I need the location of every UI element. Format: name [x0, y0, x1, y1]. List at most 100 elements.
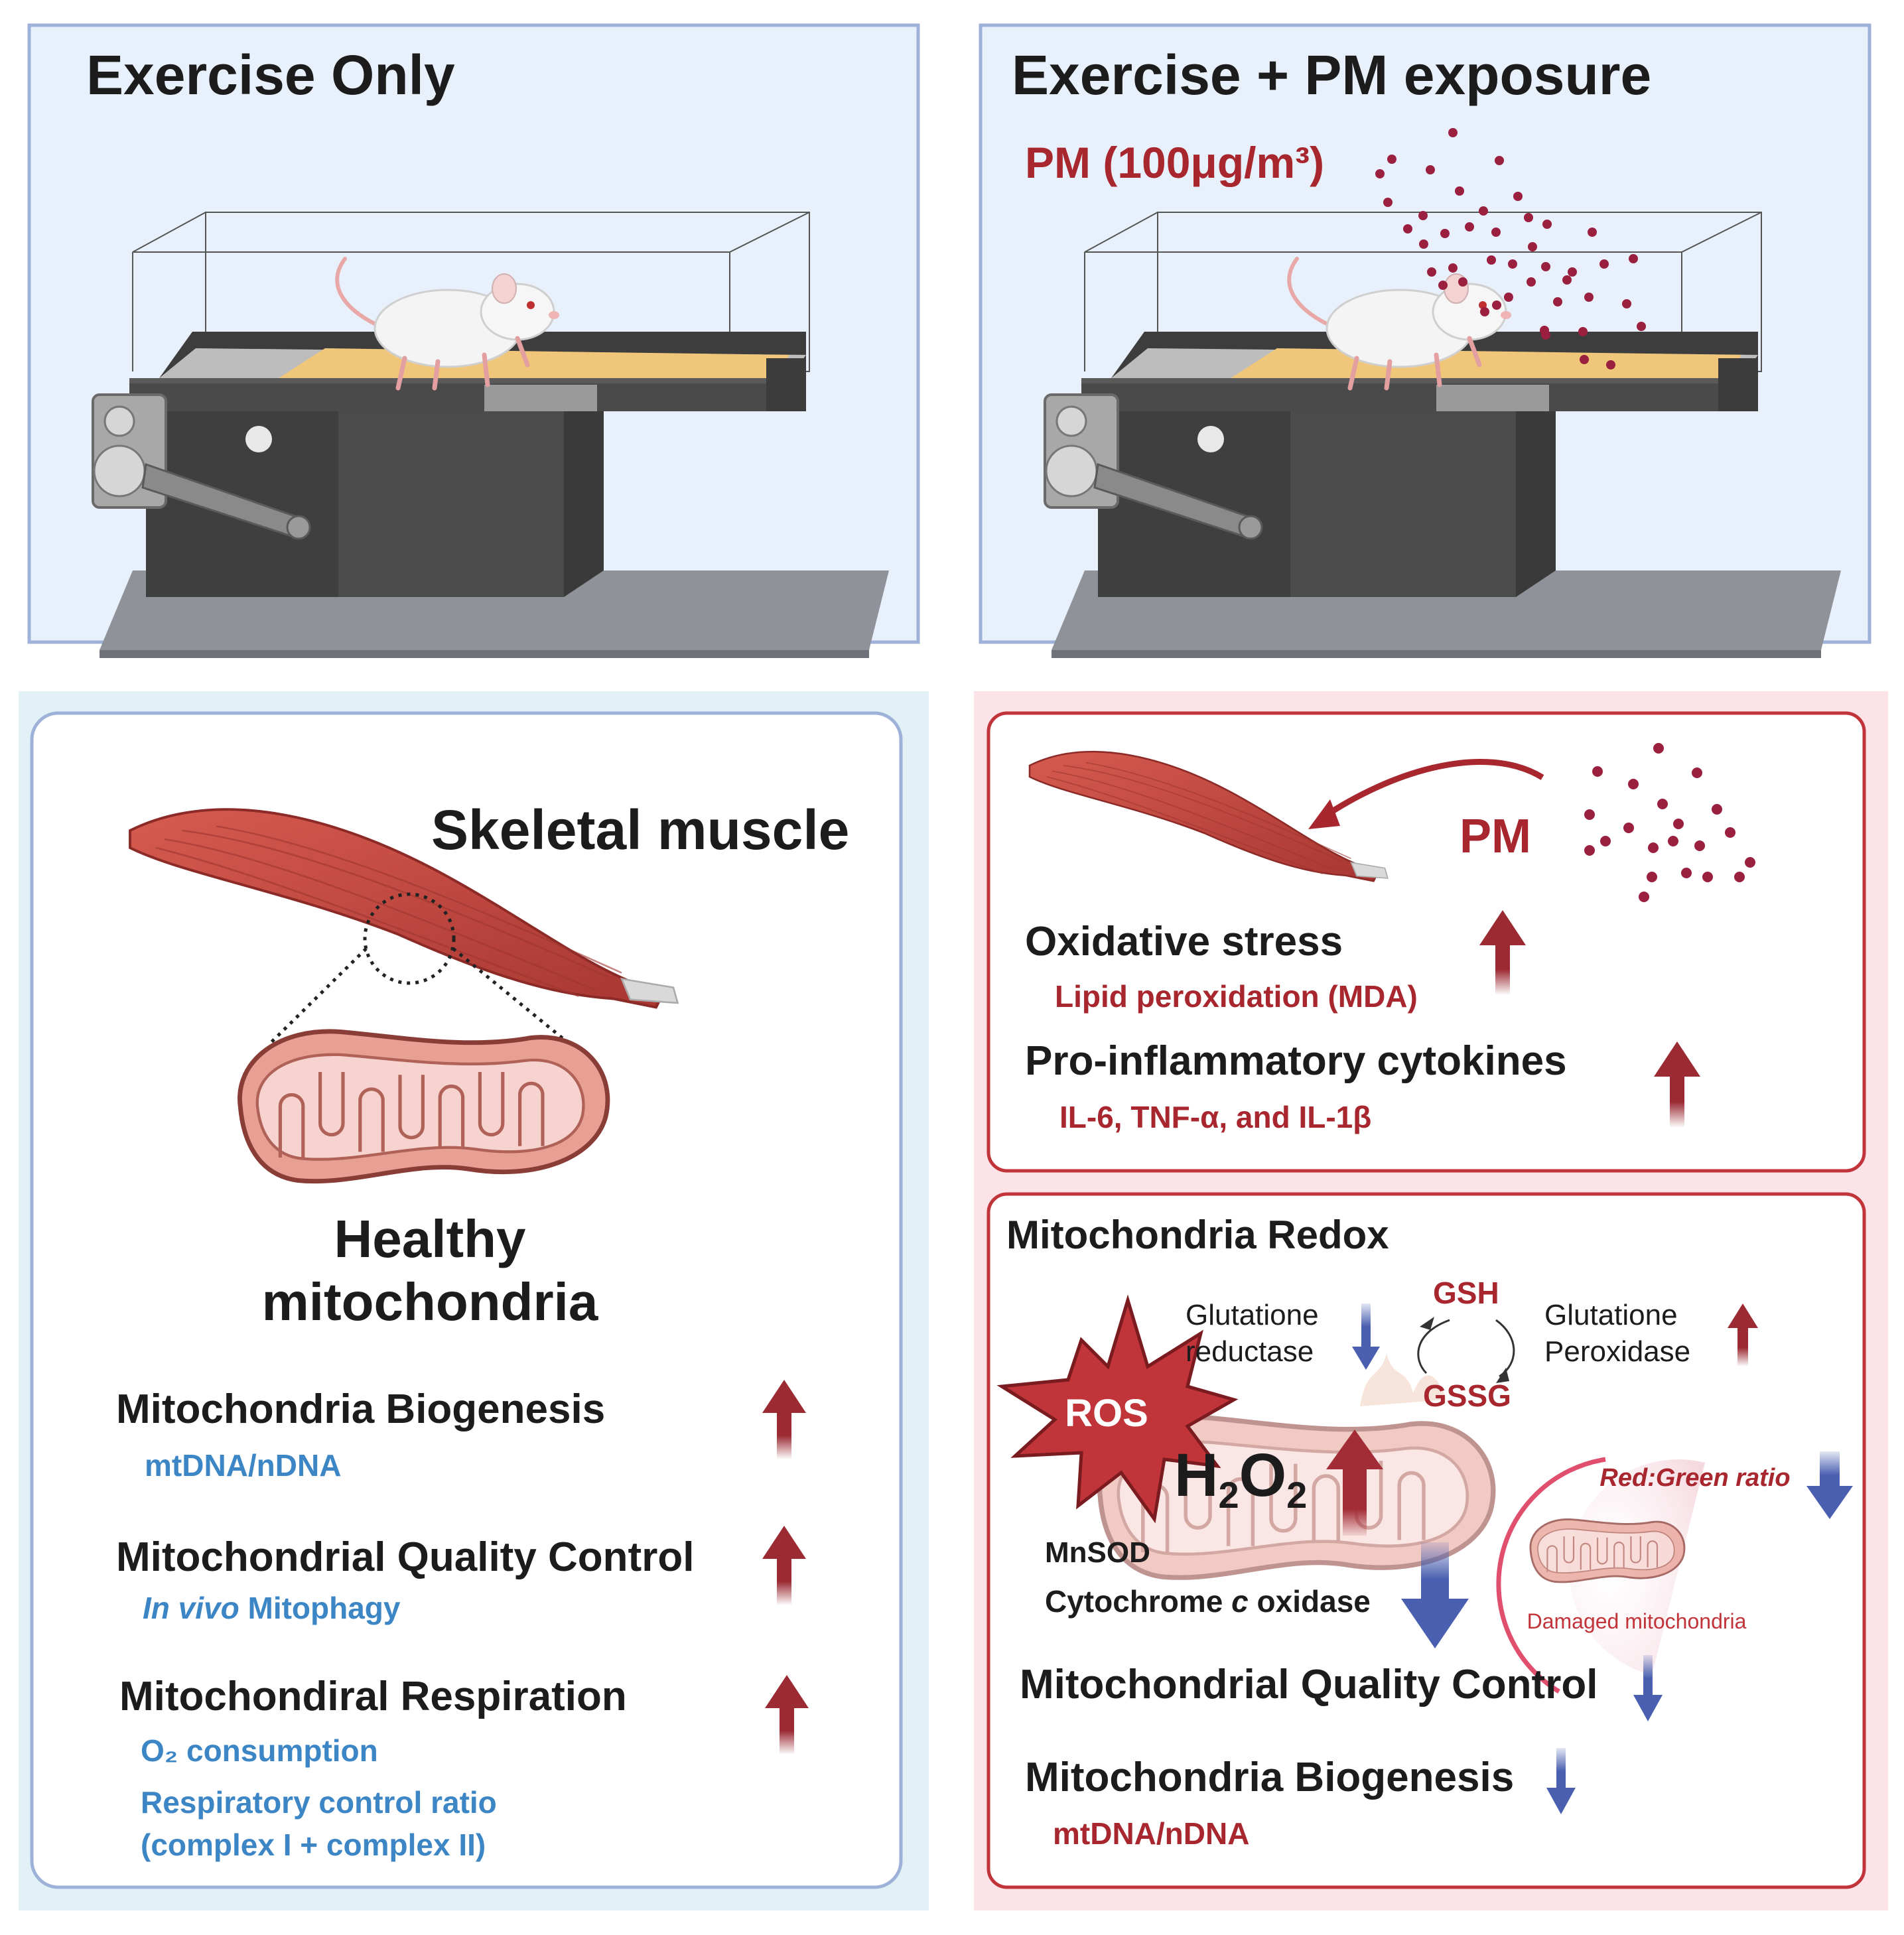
pm-particle	[1681, 868, 1692, 878]
pm-particle	[1639, 892, 1649, 902]
mitochondria-label: mitochondria	[262, 1272, 598, 1331]
pm-particle	[1504, 293, 1513, 302]
healthy-qc-sub: In vivo Mitophagy	[143, 1591, 401, 1625]
pm-particle	[1588, 228, 1597, 237]
healthy-label: Healthy	[334, 1209, 526, 1268]
up-arrow-icon	[765, 1675, 809, 1755]
up-arrow-icon	[762, 1526, 806, 1605]
pm-particle	[1492, 300, 1501, 310]
pm-particle	[1508, 259, 1517, 269]
pm-particle	[1668, 836, 1678, 846]
pm-particle	[1725, 827, 1735, 838]
pm-particle	[1647, 872, 1657, 882]
healthy-respiration-sub: O₂ consumption	[141, 1733, 378, 1768]
pm-particle	[1600, 836, 1611, 846]
skeletal-muscle-label: Skeletal muscle	[431, 799, 849, 861]
pm-particle	[1383, 198, 1393, 207]
pm-particle	[1584, 293, 1594, 302]
gsh-label: GSH	[1433, 1276, 1499, 1310]
pm-particle	[1568, 267, 1577, 277]
up-arrow-icon	[1728, 1303, 1758, 1367]
pm-particle	[1623, 823, 1634, 833]
pm-particle	[1578, 327, 1588, 336]
down-arrow-icon	[1352, 1303, 1380, 1370]
pm-particle	[1562, 275, 1572, 285]
ros-label: ROS	[1065, 1392, 1148, 1435]
cytokines-sub: IL-6, TNF-α, and IL-1β	[1059, 1100, 1371, 1134]
h2o2-o: O	[1239, 1441, 1287, 1509]
pm-particle	[1375, 169, 1385, 178]
pm-particle	[1745, 857, 1755, 868]
pm-particles-icon	[1584, 743, 1755, 902]
pm-particle	[1465, 222, 1474, 232]
ros-burst-icon: ROS	[996, 1294, 1239, 1524]
pm-particle	[1438, 281, 1448, 290]
pm-particle	[1541, 330, 1550, 340]
pm-particles-icon	[1375, 128, 1646, 369]
cox-c: c	[1231, 1584, 1249, 1619]
cox-b: oxidase	[1249, 1584, 1371, 1619]
up-arrow-icon	[762, 1380, 806, 1459]
pm-particle	[1653, 743, 1664, 754]
pm-biogenesis-sub: mtDNA/nDNA	[1053, 1816, 1249, 1851]
pm-particle	[1628, 779, 1639, 789]
pm-particle	[1426, 165, 1435, 174]
gssg-label: GSSG	[1423, 1378, 1511, 1413]
pm-particle	[1419, 239, 1428, 249]
pm-particle	[1648, 842, 1659, 853]
mitophagy-label: Mitophagy	[239, 1591, 401, 1625]
healthy-qc-heading: Mitochondrial Quality Control	[116, 1534, 694, 1580]
up-arrow-icon	[1654, 1041, 1700, 1128]
pm-particle	[1622, 299, 1631, 308]
pm-particle	[1657, 799, 1668, 809]
pm-particle	[1541, 262, 1550, 271]
pm-concentration-label: PM (100μg/m³)	[1025, 138, 1324, 187]
panel-pm-effects: PM Oxidative stress Lipid peroxidation (…	[974, 691, 1888, 1910]
pm-particle	[1495, 156, 1504, 165]
down-arrow-icon	[1546, 1748, 1576, 1814]
cox-a: Cytochrome	[1045, 1584, 1231, 1619]
redox-title: Mitochondria Redox	[1006, 1213, 1389, 1257]
gr-label-2: reductase	[1186, 1335, 1314, 1368]
pm-particle	[1455, 186, 1464, 196]
lipid-peroxidation-sub: Lipid peroxidation (MDA)	[1055, 979, 1418, 1014]
pm-particle	[1387, 155, 1396, 164]
pm-particle	[1599, 259, 1609, 269]
mnsod-label: MnSOD	[1045, 1536, 1150, 1569]
healthy-biogenesis-heading: Mitochondria Biogenesis	[116, 1386, 605, 1432]
pm-particle	[1458, 277, 1467, 287]
pm-particle	[1527, 277, 1536, 287]
pm-particle	[1480, 307, 1489, 316]
pm-particle	[1403, 224, 1412, 234]
pm-particle	[1629, 254, 1638, 263]
mitochondrion-icon	[239, 1032, 607, 1181]
up-arrow-icon	[1326, 1430, 1383, 1536]
panel-exercise-only: Exercise Only	[27, 23, 920, 659]
gp-label-1: Glutatione	[1544, 1299, 1678, 1331]
pm-particle	[1694, 840, 1705, 851]
red-green-ratio-label: Red:Green ratio	[1599, 1464, 1790, 1492]
down-arrow-icon	[1633, 1655, 1663, 1721]
up-arrow-icon	[1479, 910, 1526, 995]
panel-healthy: Skeletal muscle Healthy mitochondria Mit…	[19, 691, 929, 1910]
gr-label-1: Glutatione	[1186, 1299, 1319, 1331]
pm-particle	[1580, 355, 1589, 364]
panel-exercise-pm: Exercise + PM exposure PM (100μg/m³)	[979, 23, 1871, 659]
pm-qc-heading: Mitochondrial Quality Control	[1020, 1662, 1598, 1707]
panel-title-exercise-pm: Exercise + PM exposure	[1012, 44, 1651, 106]
pm-particle	[1528, 242, 1537, 251]
pm-particle	[1592, 766, 1603, 777]
h2o2-label: H2O2	[1174, 1441, 1307, 1516]
in-vivo-label: In vivo	[143, 1591, 239, 1625]
gp-label-2: Peroxidase	[1544, 1335, 1690, 1368]
healthy-respiration-sub3: (complex I + complex II)	[141, 1828, 486, 1862]
cox-label: Cytochrome c oxidase	[1045, 1584, 1371, 1619]
pm-particle	[1553, 297, 1562, 306]
pm-particle	[1487, 255, 1496, 265]
panel-title-exercise-only: Exercise Only	[86, 44, 455, 106]
pm-particle	[1524, 213, 1533, 222]
oxidative-stress-heading: Oxidative stress	[1025, 919, 1343, 965]
pm-particle	[1440, 229, 1450, 238]
pm-particle	[1427, 267, 1436, 277]
